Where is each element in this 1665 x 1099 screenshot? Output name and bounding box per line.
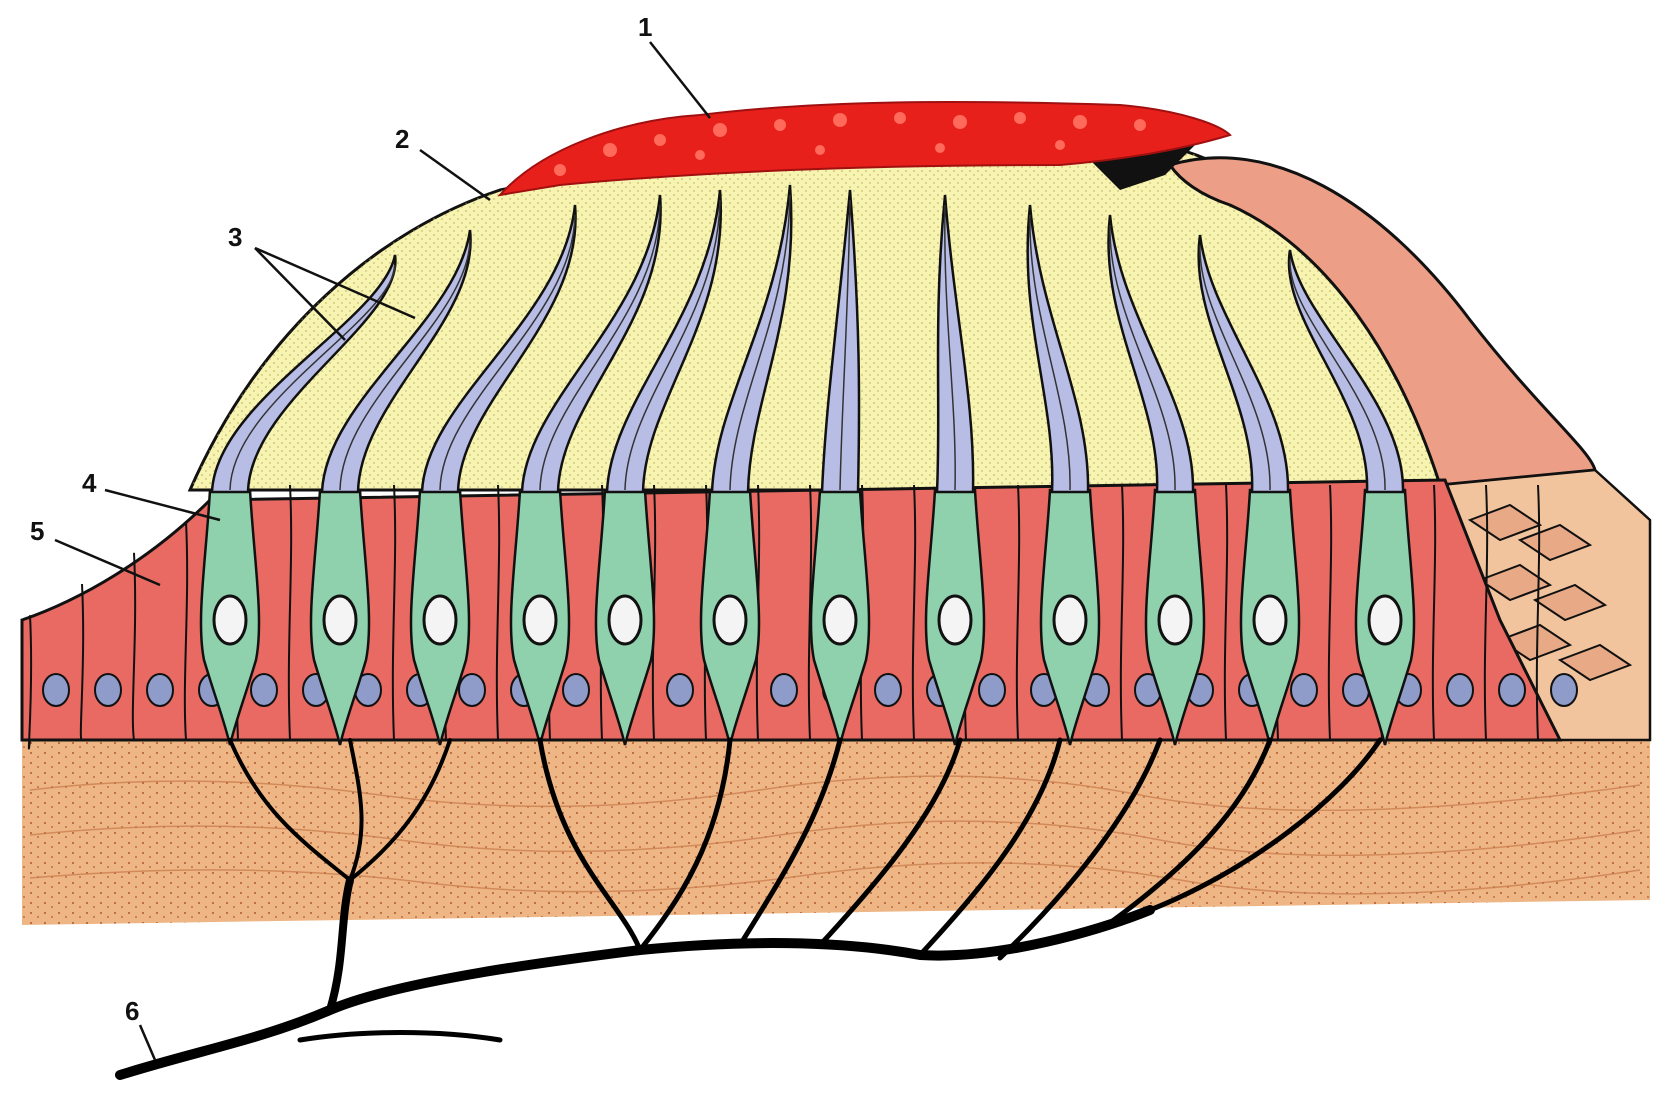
hair-cell-nucleus: [1369, 596, 1401, 644]
supporting-cell-nucleus: [875, 674, 901, 706]
supporting-cell-nucleus: [1499, 674, 1525, 706]
label-1: 1: [638, 12, 652, 42]
label-4: 4: [82, 468, 97, 498]
connective-tissue-layer: [22, 740, 1650, 925]
supporting-cell-nucleus: [771, 674, 797, 706]
supporting-cell-nucleus: [251, 674, 277, 706]
hair-cell-nucleus: [1254, 596, 1286, 644]
label-5: 5: [30, 516, 44, 546]
hair-cell-nucleus: [524, 596, 556, 644]
hair-cell-nucleus: [939, 596, 971, 644]
hair-cell-nucleus: [324, 596, 356, 644]
hair-cell-nucleus: [609, 596, 641, 644]
label-3: 3: [228, 222, 242, 252]
hair-cell-nucleus: [714, 596, 746, 644]
supporting-cell-nucleus: [43, 674, 69, 706]
hair-cell-nucleus: [1054, 596, 1086, 644]
supporting-cell-nucleus: [1447, 674, 1473, 706]
supporting-cell-nucleus: [147, 674, 173, 706]
hair-cell-nucleus: [424, 596, 456, 644]
hair-cell-nucleus: [824, 596, 856, 644]
supporting-cell-nucleus: [1551, 674, 1577, 706]
supporting-cell-nucleus: [979, 674, 1005, 706]
label-6: 6: [125, 996, 139, 1026]
supporting-cell-nucleus: [1291, 674, 1317, 706]
label-2: 2: [395, 124, 409, 154]
supporting-cell-nucleus: [459, 674, 485, 706]
supporting-cell-nucleus: [563, 674, 589, 706]
hair-cell-nucleus: [1159, 596, 1191, 644]
supporting-cell-nucleus: [95, 674, 121, 706]
hair-cell-nucleus: [214, 596, 246, 644]
supporting-cell-nucleus: [667, 674, 693, 706]
